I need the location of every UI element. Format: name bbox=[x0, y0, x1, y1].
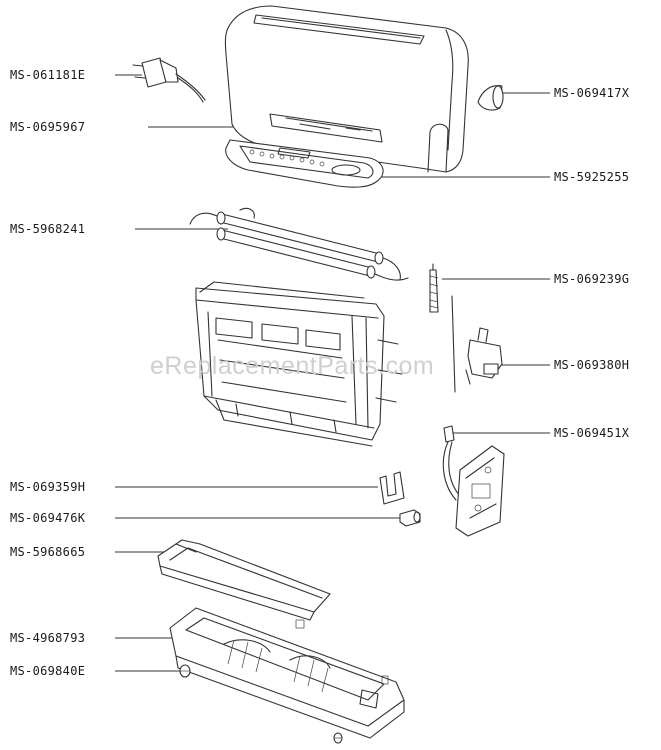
lever-assembly-drawing bbox=[451, 295, 503, 393]
heating-elements-drawing bbox=[189, 207, 409, 281]
watermark: eReplacementParts.com bbox=[150, 352, 435, 380]
label-switch-board[interactable]: MS-069451X bbox=[554, 426, 630, 440]
base-drawing bbox=[169, 607, 405, 739]
label-control-panel[interactable]: MS-5925255 bbox=[554, 170, 630, 184]
label-lever-assembly[interactable]: MS-069380H bbox=[554, 358, 630, 372]
switch-board-drawing bbox=[442, 425, 505, 537]
label-small-knob[interactable]: MS-069476K bbox=[10, 511, 86, 525]
label-spring[interactable]: MS-069239G bbox=[554, 272, 630, 286]
foot-drawing bbox=[179, 664, 343, 744]
label-base[interactable]: MS-4968793 bbox=[10, 631, 86, 645]
crumb-tray-drawing bbox=[157, 539, 331, 621]
label-crumb-tray[interactable]: MS-5968665 bbox=[10, 545, 86, 559]
internal-frame-drawing bbox=[195, 281, 403, 447]
side-knob-drawing bbox=[477, 85, 504, 111]
spring-drawing bbox=[429, 263, 439, 313]
label-clip[interactable]: MS-069359H bbox=[10, 480, 86, 494]
label-heating-elements[interactable]: MS-5968241 bbox=[10, 222, 86, 236]
power-cord-drawing bbox=[132, 57, 206, 103]
label-side-knob[interactable]: MS-069417X bbox=[554, 86, 630, 100]
clip-drawing bbox=[379, 471, 405, 505]
control-panel-drawing bbox=[225, 139, 384, 188]
small-knob-drawing bbox=[399, 509, 421, 527]
housing-drawing bbox=[224, 5, 469, 173]
leader-lines bbox=[115, 74, 550, 672]
label-power-cord[interactable]: MS-061181E bbox=[10, 68, 86, 82]
label-foot[interactable]: MS-069840E bbox=[10, 664, 86, 678]
label-housing[interactable]: MS-0695967 bbox=[10, 120, 86, 134]
